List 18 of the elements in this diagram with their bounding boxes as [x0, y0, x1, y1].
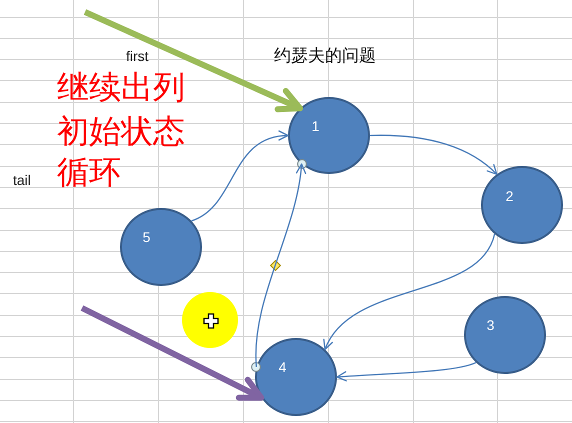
node-number: 1: [312, 119, 320, 133]
title: 约瑟夫的问题: [274, 47, 376, 64]
annotation-text: 初始状态: [57, 115, 185, 147]
node-number: 2: [506, 188, 514, 202]
node-number: 4: [278, 360, 286, 374]
curved-arrow: [191, 131, 289, 222]
pointer-label: tail: [13, 173, 31, 187]
curved-arrow: [370, 134, 498, 175]
arrow: [80, 305, 264, 401]
curved-arrow: [255, 163, 306, 367]
node-number: 3: [486, 318, 494, 332]
pointer-label: first: [126, 49, 149, 63]
curved-arrow: [336, 362, 476, 382]
curved-arrow: [324, 234, 496, 350]
node-number: 5: [142, 230, 150, 244]
annotation-text: 循环: [57, 156, 121, 188]
arrow: [84, 9, 303, 112]
annotation-text: 继续出列: [57, 71, 185, 103]
